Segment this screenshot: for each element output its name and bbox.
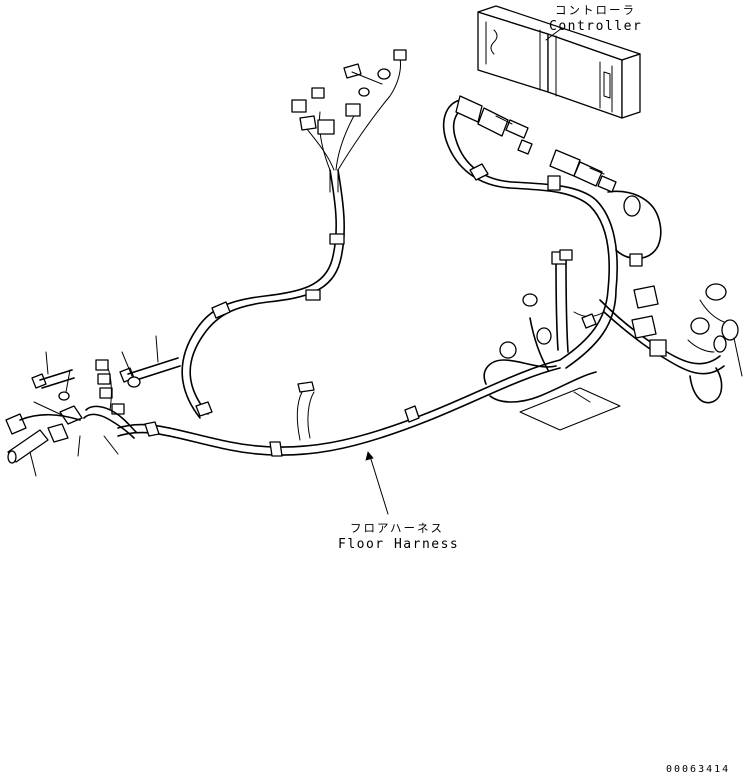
right-connector-cluster [599,283,743,404]
upper-branch [181,49,407,419]
center-junction [483,249,621,431]
controller-label-en: Controller [549,19,642,34]
middle-pigtail [296,381,315,441]
controller-branch [442,95,662,369]
controller-leader [545,27,563,41]
floor-harness-trunk [117,359,561,457]
harness-leader [369,455,389,515]
left-loose-parts [5,335,181,477]
harness-label-jp: フロアハーネス [350,521,444,535]
harness-arrowhead [365,451,374,461]
drawing-number: 00063414 [666,764,730,775]
harness-label-en: Floor Harness [338,537,459,552]
controller-label-jp: コントローラ [555,3,636,17]
controller-unit [477,5,641,119]
